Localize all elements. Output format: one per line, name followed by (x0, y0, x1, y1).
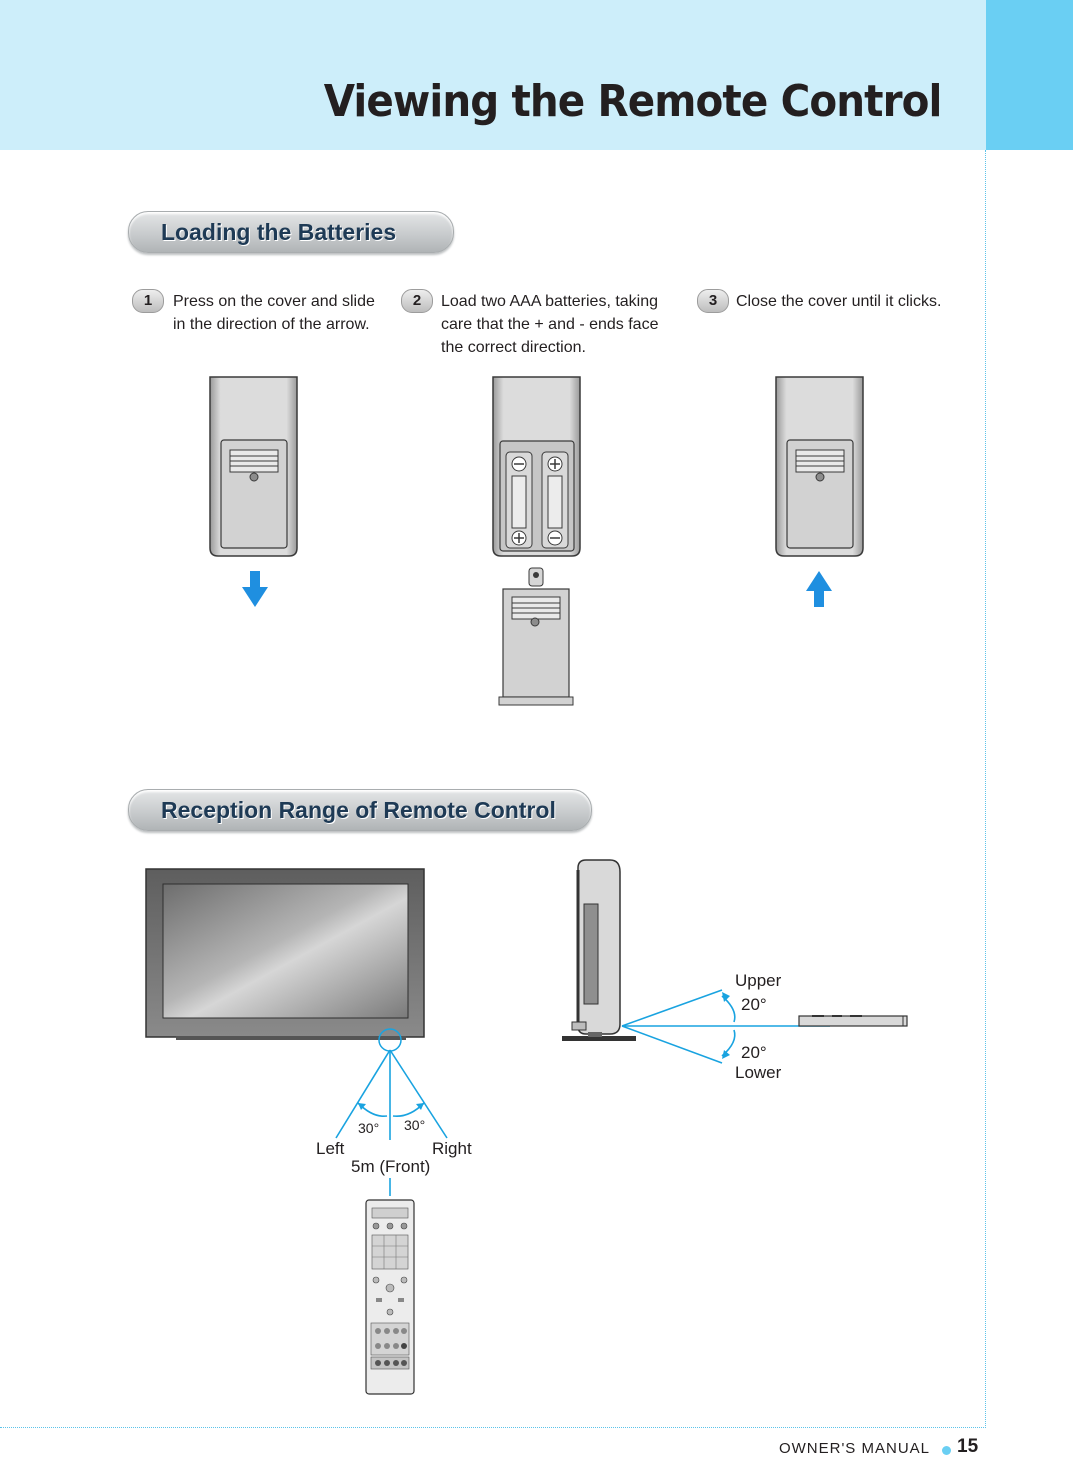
front-right-label: Right (432, 1139, 472, 1158)
slide-up-arrow-icon (806, 571, 832, 607)
front-left-angle: 30° (358, 1120, 379, 1136)
margin-rule-vertical (985, 150, 986, 1428)
slide-down-arrow-icon (242, 571, 268, 607)
step-3-number: 3 (697, 289, 729, 313)
remote-step-1-illustration (209, 376, 298, 557)
batteries-heading: Loading the Batteries (128, 211, 454, 253)
reception-heading-label: Reception Range of Remote Control (161, 797, 556, 823)
reception-heading: Reception Range of Remote Control (128, 789, 592, 831)
side-upper-label: Upper (735, 971, 782, 990)
remote-step-3-illustration (775, 376, 864, 557)
remote-step-2-illustration (492, 376, 581, 557)
front-left-label: Left (316, 1139, 345, 1158)
remote-side-illustration (798, 1015, 908, 1027)
footer-label: OWNER'S MANUAL (778, 1440, 930, 1457)
remote-front-illustration (365, 1199, 415, 1395)
step-3-text: Close the cover until it clicks. (736, 293, 942, 310)
step-1-number: 1 (132, 289, 164, 313)
step-2-text: Load two AAA batteries, taking care that… (441, 293, 659, 356)
front-distance-label: 5m (Front) (351, 1157, 430, 1176)
side-upper-angle: 20° (741, 995, 767, 1014)
header-band (0, 0, 986, 150)
header-tab (986, 0, 1073, 150)
tv-side-illustration (562, 859, 636, 1041)
side-lower-label: Lower (735, 1063, 782, 1082)
footer-bullet (942, 1446, 951, 1455)
battery-cover-illustration (498, 567, 574, 706)
page-title: Viewing the Remote Control (323, 76, 942, 127)
front-right-angle: 30° (404, 1117, 425, 1133)
margin-rule-horizontal (0, 1427, 986, 1428)
batteries-heading-label: Loading the Batteries (161, 219, 397, 245)
page-number: 15 (957, 1436, 979, 1457)
front-angle-arrows (358, 1103, 424, 1110)
side-angle-arrows (722, 992, 730, 1059)
step-2-number: 2 (401, 289, 433, 313)
side-lower-angle: 20° (741, 1043, 767, 1062)
step-1-text: Press on the cover and slide in the dire… (173, 293, 375, 333)
tv-front-illustration (145, 868, 425, 1052)
